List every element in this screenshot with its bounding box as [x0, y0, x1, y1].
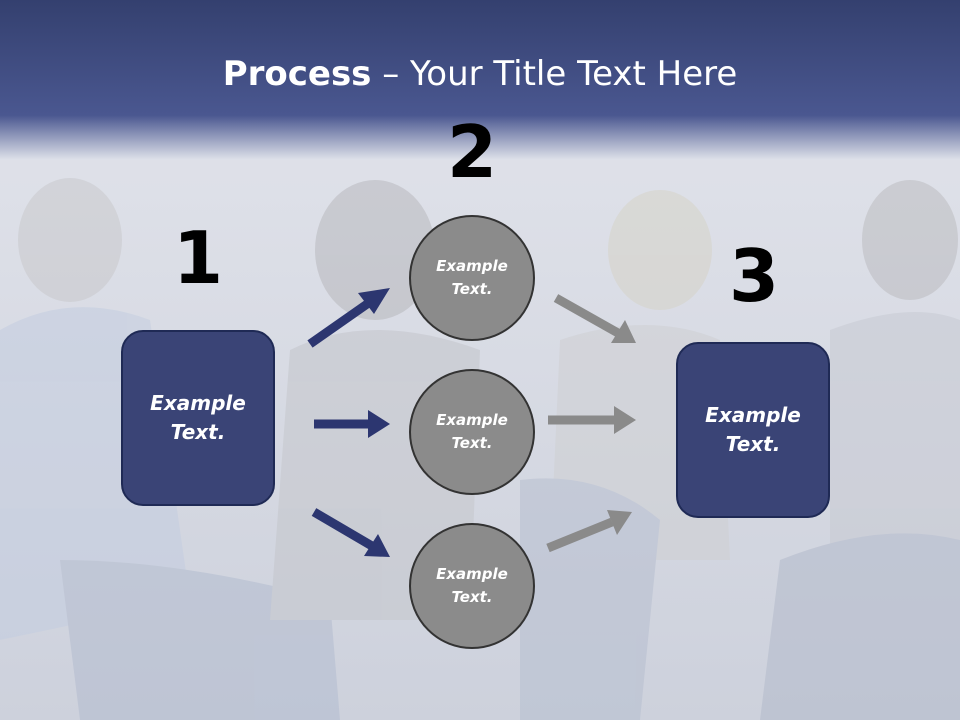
- arrow-to-top-circle: [307, 288, 390, 348]
- arrow-from-bottom-circle: [546, 510, 632, 553]
- step-3-box-text: Example Text.: [705, 403, 801, 456]
- circle-bottom-text: Example Text.: [436, 565, 508, 606]
- process-circle-top: Example Text.: [409, 215, 535, 341]
- arrow-to-middle-circle: [314, 410, 390, 438]
- step-number-2: 2: [446, 110, 498, 194]
- step-1-box: Example Text.: [121, 330, 275, 506]
- step-number-3: 3: [728, 234, 780, 318]
- slide-title: Process – Your Title Text Here: [0, 52, 960, 96]
- title-bold: Process: [222, 54, 372, 94]
- step-3-box: Example Text.: [676, 342, 830, 518]
- process-circle-middle: Example Text.: [409, 369, 535, 495]
- arrow-to-bottom-circle: [311, 508, 390, 557]
- step-number-1: 1: [172, 216, 224, 300]
- circle-middle-text: Example Text.: [436, 411, 508, 452]
- process-circle-bottom: Example Text.: [409, 523, 535, 649]
- title-rest: – Your Title Text Here: [371, 54, 738, 94]
- arrow-from-top-circle: [553, 294, 636, 343]
- circle-top-text: Example Text.: [436, 257, 508, 298]
- step-1-box-text: Example Text.: [150, 391, 246, 444]
- arrow-from-middle-circle: [548, 406, 636, 434]
